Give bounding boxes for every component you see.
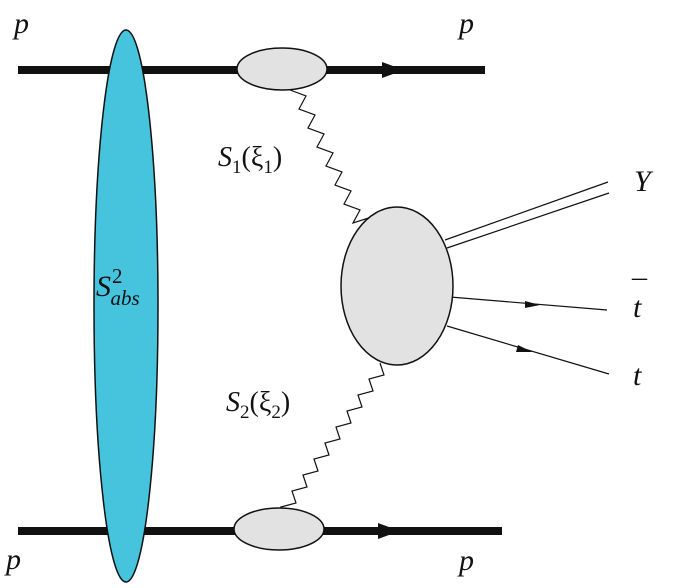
label-flux-2-arg-sub: 2 <box>271 402 281 423</box>
label-flux-2-arg: (ξ <box>250 387 272 418</box>
label-flux-2-close: ) <box>281 387 290 418</box>
label-absorption-sub: abs <box>111 286 140 310</box>
label-flux-1-close: ) <box>273 142 282 173</box>
central-vertex <box>340 206 454 366</box>
label-flux-1-sub: 1 <box>232 157 242 178</box>
label-p-top-right: p <box>457 7 474 40</box>
vertex-bottom <box>233 507 325 551</box>
label-flux-1: S1(ξ1) <box>218 142 282 178</box>
photon-line-top <box>289 89 379 225</box>
label-flux-1-arg-sub: 1 <box>263 157 273 178</box>
label-Y: Y <box>634 165 654 198</box>
label-flux-1-arg: (ξ <box>242 142 264 173</box>
Y-line-a <box>444 181 609 241</box>
label-flux-2-base: S <box>226 387 240 418</box>
label-tbar: t <box>633 291 642 324</box>
label-absorption-base: S <box>96 270 111 303</box>
label-tbar-bar: ¯ <box>631 275 648 308</box>
photon-line-bottom <box>279 362 385 513</box>
label-flux-2-sub: 2 <box>240 402 250 423</box>
Y-line-b <box>446 192 610 249</box>
label-flux-2: S2(ξ2) <box>226 387 290 423</box>
label-p-bottom-left: p <box>4 543 21 576</box>
proton-arrow-top <box>382 62 404 78</box>
absorption-ellipse <box>93 29 159 583</box>
label-t: t <box>633 359 642 392</box>
label-p-bottom-right: p <box>457 544 474 577</box>
t-arrow <box>516 345 532 352</box>
vertex-top <box>236 47 328 91</box>
proton-arrow-bottom <box>378 523 400 539</box>
label-flux-1-base: S <box>218 142 232 173</box>
label-absorption-sup: 2 <box>112 264 123 288</box>
label-p-top-left: p <box>12 7 29 40</box>
tbar-arrow <box>525 301 540 308</box>
